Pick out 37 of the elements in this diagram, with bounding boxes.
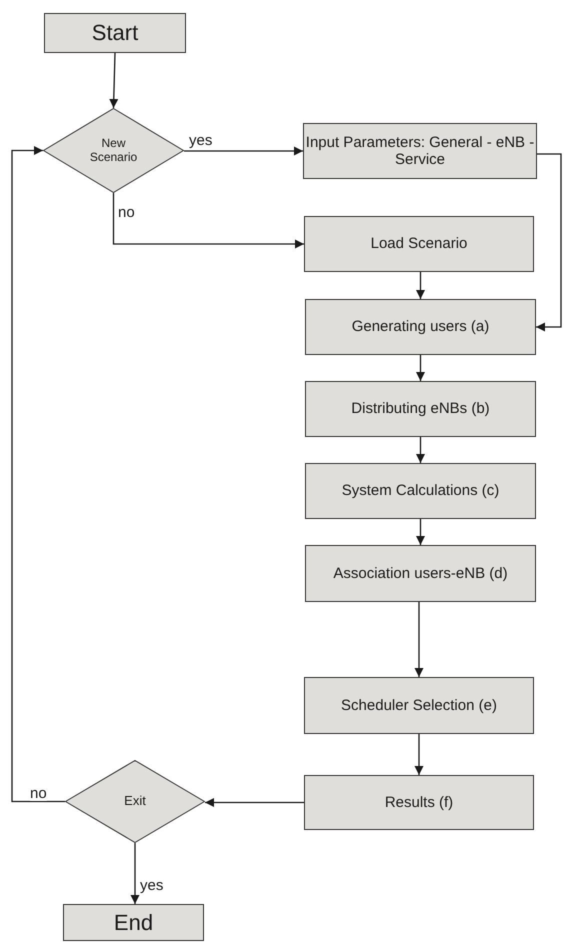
arrow (109, 52, 118, 108)
arrow (414, 602, 424, 677)
process-box (44, 13, 186, 53)
node-label: Generating users (a) (352, 318, 490, 336)
node-label: Association users-eNB (d) (333, 564, 508, 582)
node-label: New Scenario (88, 136, 138, 164)
decision-diamond (43, 108, 184, 193)
process-box (305, 545, 536, 602)
arrow (416, 355, 425, 381)
process-box (304, 775, 534, 830)
arrow (416, 272, 425, 299)
node-label: Start (92, 20, 138, 46)
process-box (305, 463, 536, 519)
arrow (414, 734, 424, 775)
process-box (303, 123, 537, 179)
process-box (304, 677, 534, 734)
arrow (11, 146, 65, 802)
node-label: Distributing eNBs (b) (351, 400, 490, 418)
arrow (112, 193, 304, 248)
node-label: Input Parameters: General - eNB - Service (304, 134, 536, 168)
arrow (205, 798, 304, 807)
arrow (130, 843, 140, 904)
process-box (305, 381, 536, 437)
node-label: Results (f) (384, 794, 454, 812)
node-label: Exit (124, 794, 146, 809)
node-label: End (114, 910, 154, 936)
node-label: Scheduler Selection (e) (341, 696, 497, 714)
arrow (416, 519, 425, 545)
process-box (63, 904, 204, 941)
decision-diamond (65, 760, 205, 843)
arrow (184, 146, 303, 156)
process-box (305, 299, 536, 355)
node-label: System Calculations (c) (342, 482, 500, 500)
arrow (536, 153, 562, 332)
arrow (416, 437, 425, 463)
node-label: Load Scenario (370, 235, 468, 253)
process-box (304, 216, 534, 272)
